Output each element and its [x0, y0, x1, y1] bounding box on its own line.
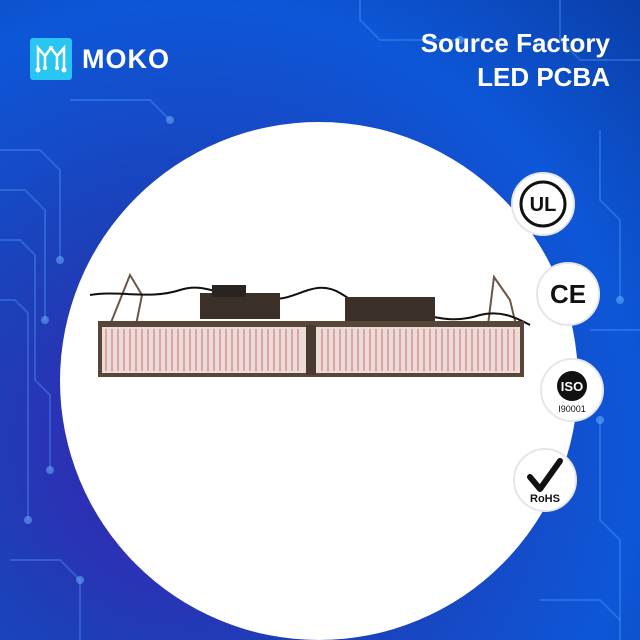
moko-logo-icon: [30, 38, 72, 80]
brand-logo[interactable]: MOKO: [30, 38, 170, 80]
brand-name: MOKO: [82, 43, 170, 74]
ul-badge: UL: [511, 172, 575, 236]
rohs-certification-icon: RoHS: [527, 458, 563, 505]
rohs-badge: RoHS: [513, 448, 577, 512]
ce-certification-icon: CE: [550, 279, 586, 309]
iso-badge: ISO I90001: [540, 358, 604, 422]
iso-label: ISO: [561, 379, 583, 394]
ul-certification-icon: UL: [519, 180, 567, 228]
iso-sublabel: I90001: [558, 404, 586, 414]
tagline-line-1: Source Factory: [420, 28, 610, 58]
ce-label: CE: [550, 279, 586, 309]
rohs-label: RoHS: [530, 493, 560, 505]
tagline-line-2: LED PCBA: [477, 62, 610, 92]
product-backdrop: [60, 122, 578, 640]
led-grow-light-bar: [89, 272, 531, 377]
ul-label: UL: [530, 194, 557, 216]
ce-badge: CE: [536, 262, 600, 326]
tagline: Source Factory LED PCBA: [421, 26, 610, 94]
iso-certification-icon: ISO I90001: [557, 371, 587, 414]
